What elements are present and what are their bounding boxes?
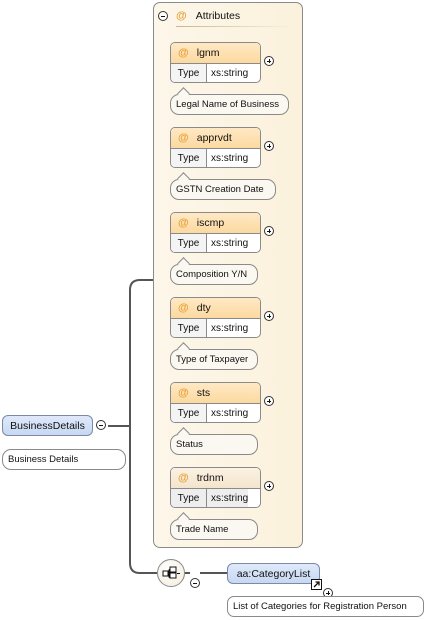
attribute-name-row: @ iscmp [171, 213, 260, 234]
attribute-trdnm-expand-button[interactable] [264, 481, 274, 491]
attribute-dty-expand-button[interactable] [264, 311, 274, 321]
at-sign-icon: @ [176, 10, 187, 22]
attribute-iscmp-expand-button[interactable] [264, 226, 274, 236]
attribute-name: iscmp [196, 217, 225, 229]
root-element-box[interactable]: BusinessDetails [2, 415, 93, 436]
attribute-type-row: Type xs:string [171, 489, 260, 507]
sequence-glyph [162, 566, 180, 579]
at-sign-icon: @ [178, 132, 189, 144]
attribute-type-row: Type xs:string [171, 64, 260, 82]
attribute-iscmp[interactable]: @ iscmp Type xs:string [170, 212, 261, 253]
attribute-name-row: @ lgnm [171, 43, 260, 64]
attribute-type-row: Type xs:string [171, 234, 260, 252]
attribute-lgnm-documentation: Legal Name of Business [170, 87, 289, 115]
type-label: Type [171, 64, 207, 82]
header-divider [176, 26, 294, 27]
at-sign-icon: @ [178, 47, 189, 59]
at-sign-icon: @ [178, 302, 189, 314]
root-element-name: BusinessDetails [10, 419, 85, 432]
type-value: xs:string [211, 67, 249, 79]
attribute-sts-expand-button[interactable] [264, 396, 274, 406]
attribute-name: dty [196, 302, 211, 314]
attribute-name: trdnm [196, 472, 224, 484]
category-list-documentation: List of Categories for Registration Pers… [227, 596, 424, 617]
type-label: Type [171, 319, 207, 337]
attribute-dty-documentation: Type of Taxpayer [170, 342, 258, 370]
attribute-name-row: @ sts [171, 383, 260, 404]
attribute-trdnm-documentation: Trade Name [170, 512, 258, 540]
root-collapse-button[interactable] [96, 420, 106, 430]
sequence-compositor-icon[interactable] [157, 559, 185, 587]
attribute-name: sts [196, 387, 211, 399]
type-label: Type [171, 489, 207, 507]
type-label: Type [171, 404, 207, 422]
category-list-element[interactable]: aa:CategoryList [227, 563, 320, 584]
type-value: xs:string [207, 489, 249, 507]
attribute-name-row: @ apprvdt [171, 128, 260, 149]
attribute-apprvdt-documentation: GSTN Creation Date [170, 172, 276, 200]
type-label: Type [171, 149, 207, 167]
attribute-sts-documentation: Status [170, 427, 258, 455]
attribute-name: apprvdt [196, 132, 232, 144]
type-value: xs:string [211, 407, 249, 419]
attribute-sts[interactable]: @ sts Type xs:string [170, 382, 261, 423]
attribute-lgnm-expand-button[interactable] [264, 56, 274, 66]
attribute-lgnm[interactable]: @ lgnm Type xs:string [170, 42, 261, 83]
type-value: xs:string [211, 152, 249, 164]
attribute-apprvdt[interactable]: @ apprvdt Type xs:string [170, 127, 261, 168]
at-sign-icon: @ [178, 472, 189, 484]
attributes-group-title: Attributes [195, 10, 241, 22]
at-sign-icon: @ [178, 217, 189, 229]
attribute-name-row: @ trdnm [171, 468, 260, 489]
sequence-collapse-button[interactable] [190, 578, 200, 588]
at-sign-icon: @ [178, 387, 189, 399]
attribute-trdnm[interactable]: @ trdnm Type xs:string [170, 467, 261, 508]
attributes-collapse-button[interactable] [158, 11, 168, 21]
attribute-apprvdt-expand-button[interactable] [264, 141, 274, 151]
attribute-type-row: Type xs:string [171, 319, 260, 337]
attributes-group-header: @ Attributes [158, 8, 240, 24]
attributes-group: @ Attributes @ lgnm Type xs:string Legal… [153, 2, 303, 548]
attribute-dty[interactable]: @ dty Type xs:string [170, 297, 261, 338]
attribute-iscmp-documentation: Composition Y/N [170, 257, 258, 285]
reference-link-icon [311, 579, 322, 590]
attribute-type-row: Type xs:string [171, 404, 260, 422]
type-value: xs:string [211, 237, 249, 249]
root-element-documentation: Business Details [2, 449, 126, 470]
type-value: xs:string [211, 322, 249, 334]
attribute-name-row: @ dty [171, 298, 260, 319]
category-list-name: aa:CategoryList [236, 567, 311, 580]
attribute-name: lgnm [196, 47, 220, 59]
type-label: Type [171, 234, 207, 252]
attribute-type-row: Type xs:string [171, 149, 260, 167]
